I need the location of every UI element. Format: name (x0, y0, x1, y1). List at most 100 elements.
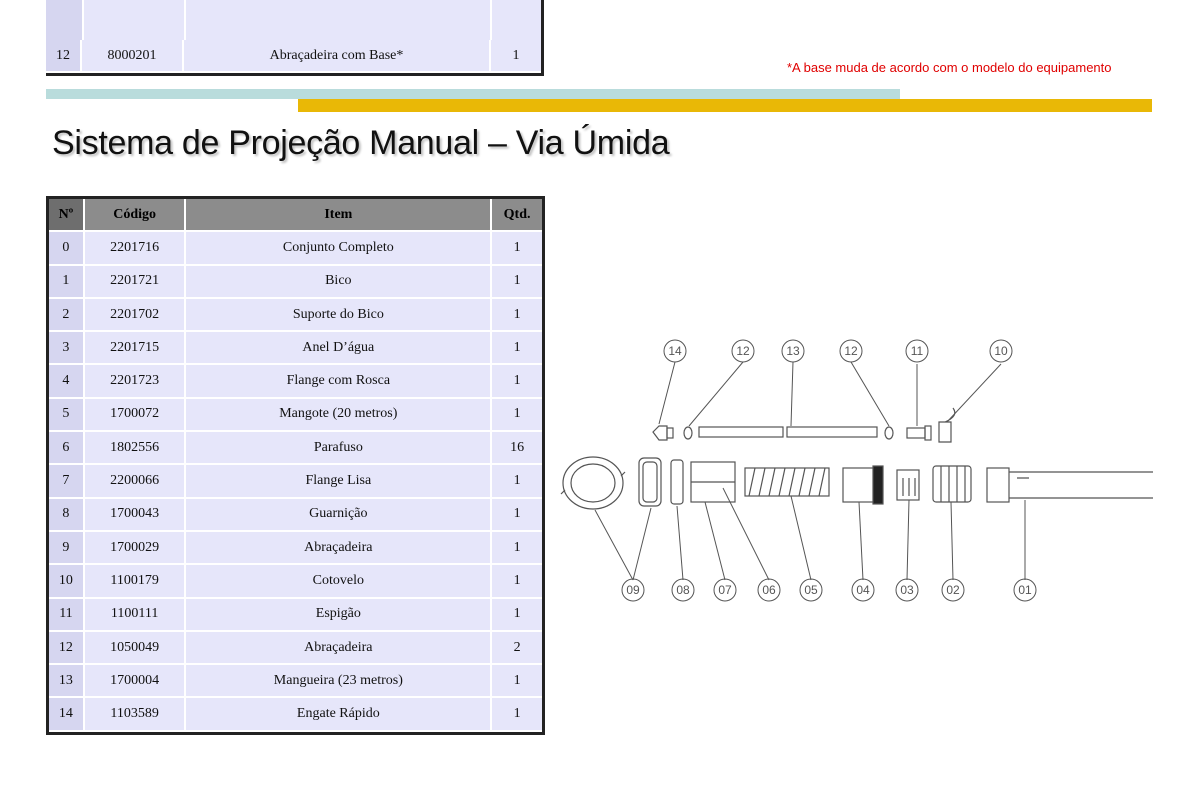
callout-label: 13 (781, 339, 805, 363)
cell-item: Parafuso (186, 432, 493, 466)
cell-code: 1700072 (84, 398, 187, 433)
callout-label: 03 (895, 578, 919, 602)
callout-label: 12 (839, 339, 863, 363)
cell-number: 0 (49, 232, 85, 266)
cell-quantity: 1 (492, 465, 542, 499)
cell-quantity: 1 (492, 332, 542, 366)
cell-number: 14 (49, 698, 85, 732)
cell-code: 1700004 (84, 665, 187, 699)
cell-code: 2201702 (84, 298, 187, 333)
gasket-drawing (638, 457, 662, 507)
cell-number: 8 (49, 498, 85, 532)
callout-number: 01 (1018, 583, 1032, 597)
clamp-small-2-drawing (884, 426, 894, 440)
cell-quantity: 2 (492, 631, 542, 666)
clamp-small-drawing (683, 426, 693, 440)
cell-quantity: 1 (492, 698, 542, 732)
cell-quantity: 1 (492, 498, 542, 532)
cell-code: 1802556 (84, 432, 187, 466)
hose-drawing (698, 426, 878, 438)
cell-code: 2201715 (84, 332, 187, 366)
quick-coupling-drawing (652, 425, 674, 441)
cell-code: 2201721 (84, 265, 187, 299)
cell-quantity: 1 (492, 665, 542, 699)
cell-item: Flange Lisa (186, 465, 493, 499)
cell-item: Guarnição (186, 498, 493, 532)
cell-number: 6 (49, 432, 85, 466)
cell-number: 12 (46, 40, 82, 73)
mangote-drawing (744, 467, 830, 497)
cell-item: Conjunto Completo (186, 232, 493, 266)
cell-code: 1100179 (84, 565, 187, 599)
water-ring-drawing (896, 469, 920, 501)
cell-item: Espigão (186, 598, 493, 632)
callout-number: 07 (718, 583, 732, 597)
cell-number: 5 (49, 398, 85, 433)
callout-number: 10 (994, 344, 1008, 358)
cell-number: 11 (49, 598, 85, 632)
nozzle-drawing (986, 467, 1153, 503)
cell-number: 10 (49, 565, 85, 599)
callout-label: 14 (663, 339, 687, 363)
nozzle-support-drawing (932, 465, 972, 503)
elbow-drawing (938, 407, 956, 443)
cell-item: Abraçadeira (186, 531, 493, 566)
callout-number: 03 (900, 583, 914, 597)
cell-quantity: 1 (492, 232, 542, 266)
cell-number: 4 (49, 365, 85, 399)
cell-item: Anel D’água (186, 332, 493, 366)
clamp-large-drawing (560, 456, 626, 510)
callout-label: 12 (731, 339, 755, 363)
cell-quantity: 1 (492, 398, 542, 433)
cell-quantity: 1 (492, 265, 542, 299)
callout-label: 04 (851, 578, 875, 602)
footnote: *A base muda de acordo com o modelo do e… (787, 60, 1112, 75)
cell-number: 9 (49, 531, 85, 566)
cell-quantity: 1 (492, 365, 542, 399)
callout-label: 01 (1013, 578, 1037, 602)
callout-number: 12 (844, 344, 858, 358)
callout-number: 14 (668, 344, 682, 358)
cell-number: 12 (49, 631, 85, 666)
header-item: Item (186, 199, 493, 233)
teal-divider-bar (46, 89, 900, 99)
cell-item: Flange com Rosca (186, 365, 493, 399)
cell-code: 2200066 (84, 465, 187, 499)
callout-label: 08 (671, 578, 695, 602)
cell-item: Suporte do Bico (186, 298, 493, 333)
page-title: Sistema de Projeção Manual – Via Úmida (52, 124, 670, 162)
threaded-flange-drawing (842, 465, 884, 505)
cell-item: Mangote (20 metros) (186, 398, 493, 433)
cell-code: 2201723 (84, 365, 187, 399)
callout-label: 02 (941, 578, 965, 602)
callout-label: 11 (905, 339, 929, 363)
table-header: Nº Código Item Qtd. (49, 199, 542, 233)
callout-label: 09 (621, 578, 645, 602)
header-quantity: Qtd. (492, 199, 542, 233)
cell-quantity: 1 (492, 531, 542, 566)
cell-code: 2201716 (84, 232, 187, 266)
callout-label: 07 (713, 578, 737, 602)
previous-table-strip (46, 0, 541, 40)
cell-code: 1103589 (84, 698, 187, 732)
cell-item: Abraçadeira (186, 631, 493, 666)
cell-item: Engate Rápido (186, 698, 493, 732)
callout-number: 12 (736, 344, 750, 358)
callout-number: 11 (911, 344, 924, 358)
cell-quantity: 16 (492, 432, 542, 466)
